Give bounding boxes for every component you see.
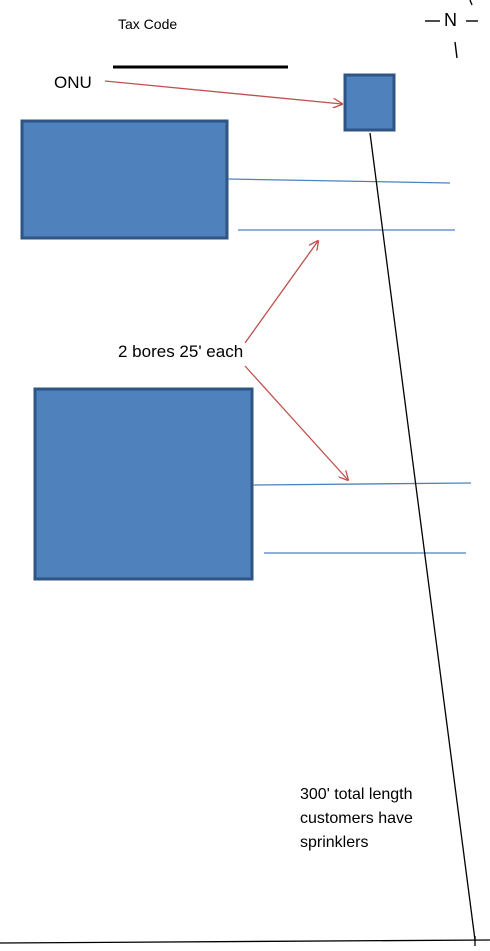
bore-arrow-down bbox=[244, 365, 348, 480]
note-line: sprinklers bbox=[300, 834, 369, 851]
building-1 bbox=[20, 119, 229, 240]
note-line: customers have bbox=[300, 810, 413, 827]
road-line bbox=[0, 939, 490, 944]
bore-arrow-up bbox=[244, 241, 318, 344]
tax-code-label: Tax Code bbox=[118, 16, 178, 32]
onu-label: ONU bbox=[54, 73, 92, 92]
onu-box bbox=[343, 73, 396, 132]
north-label: N bbox=[444, 10, 457, 30]
note-line: 300' total length bbox=[300, 786, 413, 803]
fiber-route-line bbox=[369, 132, 476, 941]
bores-label: 2 bores 25' each bbox=[118, 342, 244, 361]
building-2 bbox=[33, 387, 254, 581]
conduit-line-3 bbox=[252, 482, 472, 486]
north-mark-top bbox=[469, 0, 473, 6]
onu-pointer-arrow bbox=[104, 80, 342, 104]
conduit-line-1 bbox=[227, 178, 451, 184]
north-mark-bottom bbox=[454, 41, 458, 59]
